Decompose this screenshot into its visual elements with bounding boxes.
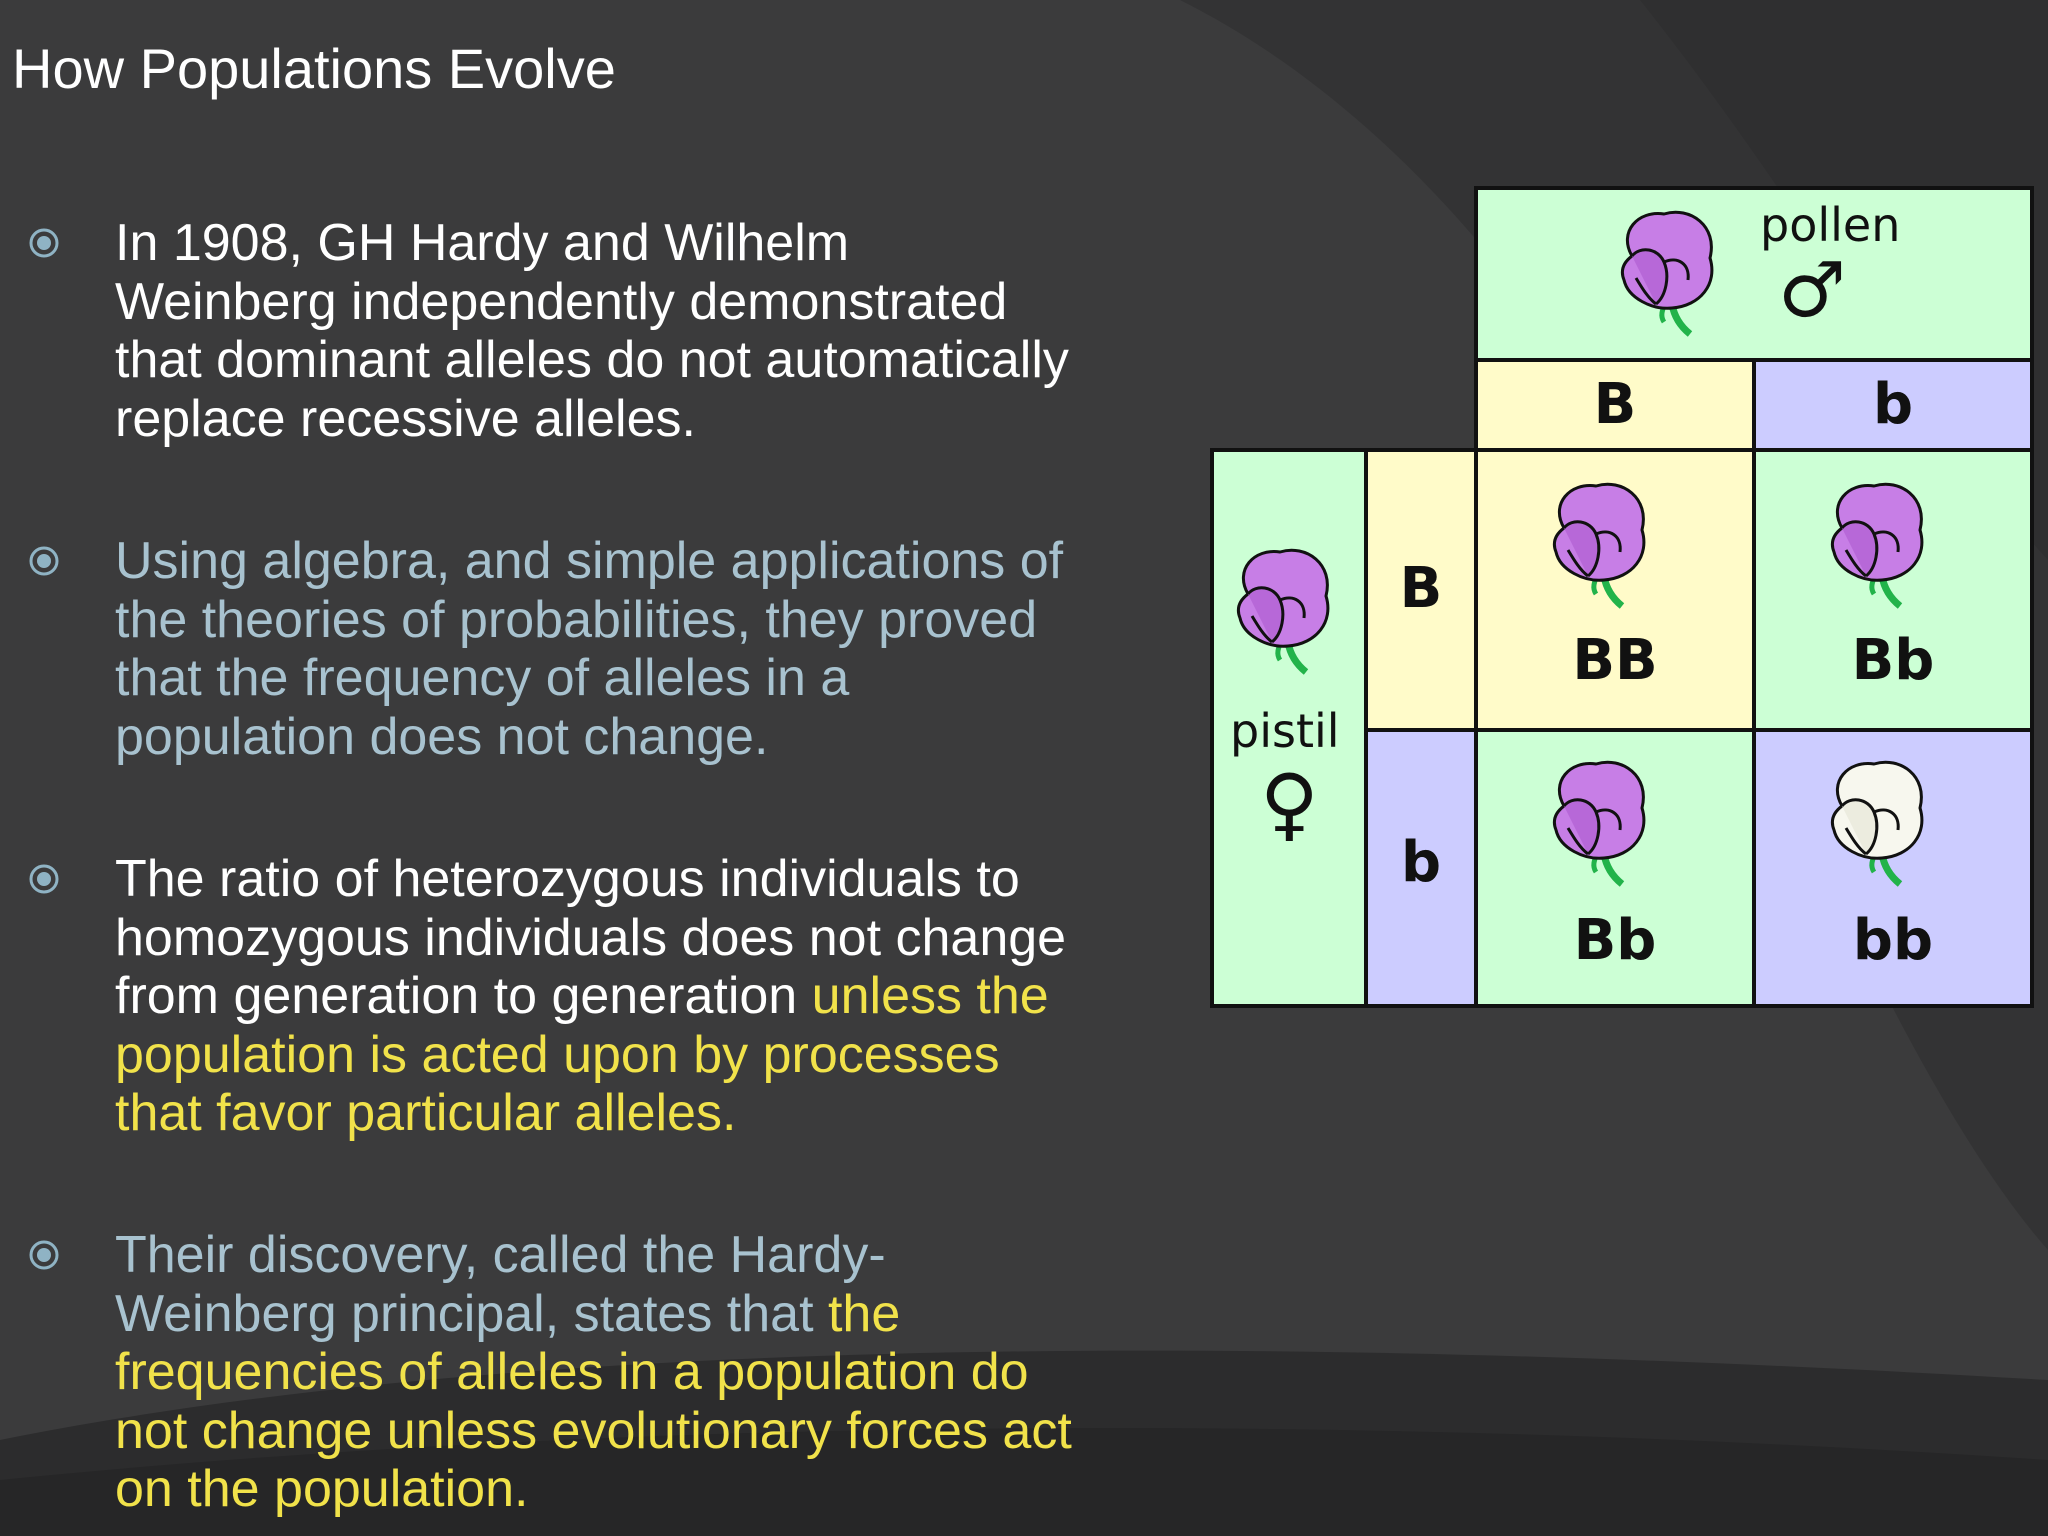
genotype-label: bb xyxy=(1852,908,1934,973)
offspring-cell-Bb: Bb xyxy=(1752,448,2034,732)
pistil-label: pistil xyxy=(1230,704,1340,758)
bullet-text-line-mixed: from generation to generation unless the xyxy=(115,967,1125,1026)
genotype-label: Bb xyxy=(1573,908,1657,973)
male-symbol: ♂ xyxy=(1778,245,1847,334)
bullet-marker-icon xyxy=(29,1240,59,1270)
bullet-text-highlight: frequencies of alleles in a population d… xyxy=(115,1343,1029,1401)
pollen-allele-B: B xyxy=(1474,358,1756,452)
purple-flower-icon xyxy=(1620,210,1714,337)
bullet-text-line: that the frequency of alleles in a xyxy=(115,649,850,707)
bullet-text-highlight: the xyxy=(827,1284,901,1343)
white-flower-icon xyxy=(1830,760,1924,887)
bullet-text-line: that dominant alleles do not automatical… xyxy=(115,331,1069,389)
bullet-marker-icon xyxy=(29,228,59,258)
pistil-allele-B: B xyxy=(1364,448,1478,732)
pollen-allele-b: b xyxy=(1752,358,2034,452)
offspring-cell-BB: BB xyxy=(1474,448,1756,732)
bullet-list: In 1908, GH Hardy and Wilhelm Weinberg i… xyxy=(29,214,1125,1519)
pistil-allele-b: b xyxy=(1364,728,1478,1008)
bullet-text-line: The ratio of heterozygous individuals to xyxy=(115,850,1020,908)
bullet-text-highlight: on the population. xyxy=(115,1460,529,1518)
purple-flower-icon xyxy=(1552,760,1646,887)
bullet-marker-icon xyxy=(29,546,59,576)
bullet-text-line: Using algebra, and simple applications o… xyxy=(115,532,1064,590)
bullet-text-highlight: that favor particular alleles. xyxy=(115,1084,737,1142)
punnett-square: pollen ♂ B b pistil ♀ B b xyxy=(1210,186,2034,1008)
offspring-cell-Bb: Bb xyxy=(1474,728,1756,1008)
purple-flower-icon xyxy=(1830,482,1924,609)
bullet-text-line: replace recessive alleles. xyxy=(115,389,696,448)
offspring-cell-bb: bb xyxy=(1752,728,2034,1008)
purple-flower-icon xyxy=(1552,482,1646,609)
genotype-label: BB xyxy=(1572,628,1658,693)
bullet-item-2: Using algebra, and simple applications o… xyxy=(29,532,1125,766)
bullet-text-line-mixed: Weinberg principal, states that the xyxy=(115,1285,1125,1344)
bullet-text-highlight: not change unless evolutionary forces ac… xyxy=(115,1401,1072,1460)
bullet-text-line: Their discovery, called the Hardy- xyxy=(115,1226,886,1284)
female-symbol: ♀ xyxy=(1260,757,1319,850)
slide-title: How Populations Evolve xyxy=(12,37,616,100)
bullet-text-highlight: unless the xyxy=(811,967,1049,1025)
bullet-text-line: the theories of probabilities, they prov… xyxy=(115,590,1038,649)
pollen-label: pollen xyxy=(1760,198,1901,252)
bullet-item-4: Their discovery, called the Hardy- Weinb… xyxy=(29,1226,1125,1519)
bullet-text-line: homozygous individuals does not change xyxy=(115,908,1067,967)
bullet-text-highlight: population is acted upon by processes xyxy=(115,1025,1000,1084)
pistil-header-cell: pistil ♀ xyxy=(1210,448,1368,1008)
bullet-text-line: In 1908, GH Hardy and Wilhelm xyxy=(115,214,850,272)
bullet-text-line: population does not change. xyxy=(115,707,769,766)
pollen-header-cell: pollen ♂ xyxy=(1474,186,2034,362)
genotype-label: Bb xyxy=(1851,628,1935,693)
bullet-item-3: The ratio of heterozygous individuals to… xyxy=(29,850,1125,1143)
bullet-text-segment: Weinberg principal, states that xyxy=(115,1284,828,1343)
bullet-marker-icon xyxy=(29,864,59,894)
bullet-text-segment: from generation to generation xyxy=(115,967,812,1025)
bullet-text-line: Weinberg independently demonstrated xyxy=(115,272,1008,331)
bullet-item-1: In 1908, GH Hardy and Wilhelm Weinberg i… xyxy=(29,214,1125,448)
purple-flower-icon xyxy=(1236,548,1330,675)
